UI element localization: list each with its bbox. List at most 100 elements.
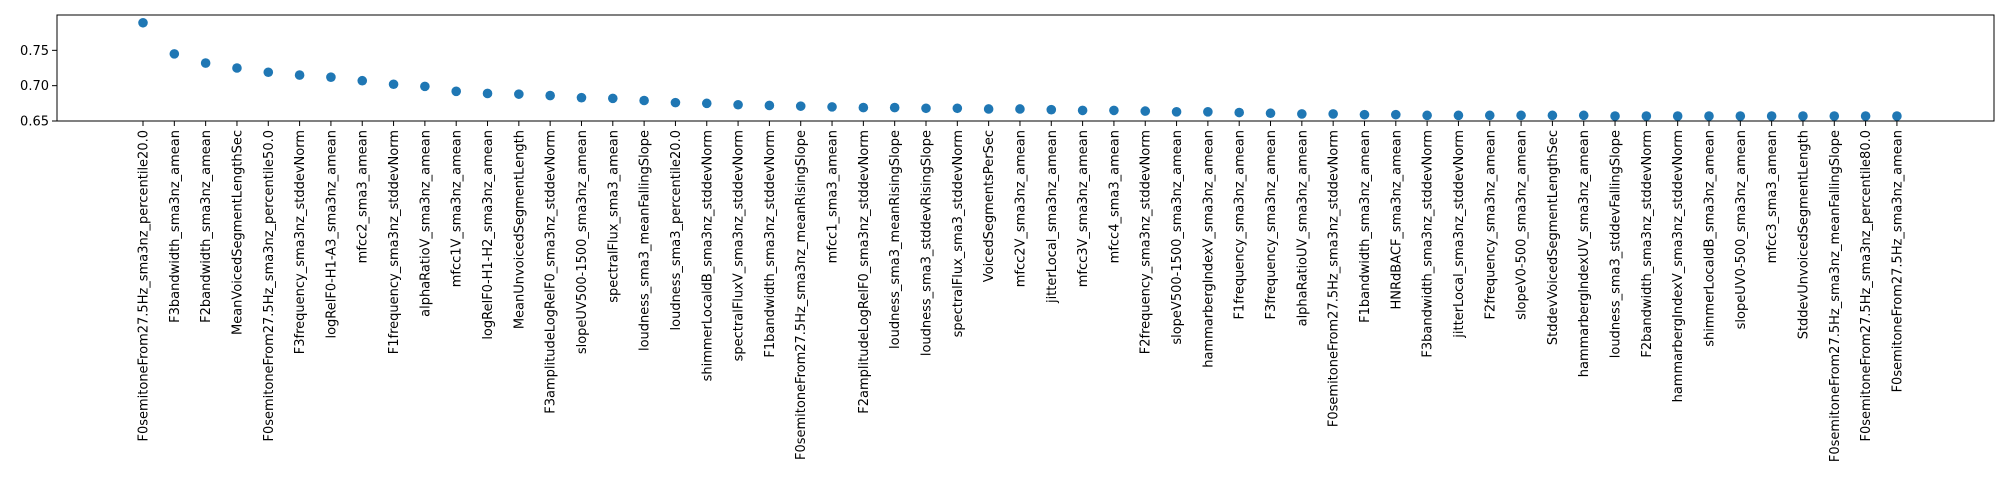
- x-tick-label: F2bandwidth_sma3nz_stddevNorm: [1640, 130, 1655, 358]
- x-tick-label: F2bandwidth_sma3nz_amean: [199, 130, 214, 323]
- x-axis: F0semitoneFrom27.5Hz_sma3nz_percentile20…: [137, 121, 1905, 462]
- plot-area: [138, 17, 1902, 121]
- x-tick-label: F1bandwidth_sma3nz_amean: [1358, 130, 1373, 323]
- data-point: [1328, 109, 1338, 119]
- data-point: [169, 49, 180, 59]
- data-point: [1391, 109, 1401, 120]
- x-tick-label: loudness_sma3_meanFallingSlope: [638, 130, 653, 351]
- data-point: [482, 88, 493, 99]
- x-tick-label: hammarbergIndexUV_sma3nz_amean: [1577, 130, 1592, 377]
- x-tick-label: F2frequency_sma3nz_stddevNorm: [1139, 130, 1154, 354]
- data-point: [1171, 107, 1182, 117]
- x-tick-label: F3bandwidth_sma3nz_stddevNorm: [1421, 130, 1436, 358]
- data-point: [1610, 111, 1620, 121]
- x-tick-label: F3frequency_sma3nz_amean: [1264, 130, 1279, 320]
- data-point: [1547, 110, 1558, 121]
- data-point: [1015, 104, 1025, 114]
- data-point: [1265, 108, 1276, 119]
- data-point: [1641, 111, 1652, 121]
- x-tick-label: mfcc4_sma3_amean: [1107, 130, 1122, 263]
- x-tick-label: F0semitoneFrom27.5Hz_sma3nz_percentile80…: [1859, 130, 1874, 442]
- data-point: [200, 58, 211, 68]
- x-tick-label: spectralFlux_sma3_amean: [606, 130, 621, 303]
- x-tick-label: loudness_sma3_stddevRisingSlope: [920, 130, 935, 356]
- data-point: [451, 86, 462, 97]
- data-point: [1735, 111, 1746, 121]
- data-point: [263, 67, 274, 78]
- x-tick-label: alphaRatioV_sma3nz_amean: [418, 130, 433, 317]
- data-point: [764, 100, 775, 111]
- data-point: [545, 90, 555, 101]
- x-tick-label: VoicedSegmentsPerSec: [982, 130, 997, 282]
- x-tick-label: F3bandwidth_sma3nz_amean: [168, 130, 183, 323]
- data-point: [1422, 110, 1432, 121]
- data-point: [420, 81, 430, 92]
- x-tick-label: F0semitoneFrom27.5Hz_sma3nz_stddevNorm: [1327, 130, 1342, 427]
- x-tick-label: mfcc1V_sma3nz_amean: [450, 130, 465, 287]
- x-tick-label: F1frequency_sma3nz_amean: [1233, 130, 1248, 320]
- data-point: [670, 97, 681, 108]
- x-tick-label: alphaRatioUV_sma3nz_amean: [1295, 130, 1310, 326]
- x-tick-label: MeanVoicedSegmentLengthSec: [230, 130, 245, 335]
- x-tick-label: F2amplitudeLogRelF0_sma3nz_stddevNorm: [857, 130, 872, 414]
- data-point: [1704, 111, 1714, 121]
- data-point: [1140, 106, 1151, 116]
- x-tick-label: HNRdBACF_sma3nz_amean: [1389, 130, 1404, 310]
- data-point: [1578, 110, 1589, 121]
- x-tick-label: F3frequency_sma3nz_stddevNorm: [293, 130, 308, 354]
- data-point: [388, 79, 399, 90]
- data-point: [138, 17, 148, 28]
- data-point: [1046, 104, 1057, 115]
- data-point: [701, 98, 712, 109]
- x-tick-label: F0semitoneFrom27.5Hz_sma3nz_meanRisingSl…: [794, 130, 809, 460]
- data-point: [326, 72, 336, 82]
- data-point: [1203, 107, 1213, 117]
- x-tick-label: loudness_sma3_stddevFallingSlope: [1609, 130, 1624, 358]
- y-axis: 0.65 0.70 0.75: [20, 44, 57, 130]
- data-point: [1359, 109, 1370, 120]
- x-tick-label: F0semitoneFrom27.5Hz_sma3nz_percentile50…: [262, 130, 277, 442]
- data-point: [1892, 111, 1902, 121]
- data-point: [232, 63, 242, 73]
- x-tick-label: logRelF0-H1-H2_sma3nz_amean: [481, 130, 496, 340]
- x-tick-label: mfcc3V_sma3nz_amean: [1076, 130, 1091, 287]
- x-tick-label: slopeUV500-1500_sma3nz_amean: [575, 130, 590, 354]
- x-tick-label: mfcc2_sma3_amean: [356, 130, 371, 263]
- x-tick-label: logRelF0-H1-A3_sma3nz_amean: [324, 130, 339, 339]
- x-tick-label: MeanUnvoicedSegmentLength: [512, 130, 527, 329]
- x-tick-label: shimmerLocaldB_sma3nz_amean: [1703, 130, 1718, 347]
- x-tick-label: hammarbergIndexV_sma3nz_stddevNorm: [1671, 130, 1686, 402]
- data-point: [1234, 107, 1244, 118]
- data-point: [889, 102, 900, 113]
- y-tick-label: 0.70: [20, 79, 49, 94]
- data-point: [733, 99, 743, 110]
- data-point: [1453, 110, 1464, 121]
- x-tick-label: F0semitoneFrom27.5Hz_sma3nz_percentile20…: [137, 130, 152, 442]
- y-tick-label: 0.65: [20, 115, 49, 130]
- x-tick-label: jitterLocal_sma3nz_amean: [1045, 130, 1060, 304]
- y-tick-label: 0.75: [20, 44, 49, 59]
- data-point: [1484, 110, 1495, 121]
- data-point: [357, 75, 368, 86]
- data-point: [1798, 111, 1808, 121]
- data-point: [608, 93, 618, 104]
- data-point: [1297, 109, 1307, 119]
- x-tick-label: slopeV500-1500_sma3nz_amean: [1170, 130, 1185, 345]
- x-tick-label: spectralFlux_sma3_stddevNorm: [951, 130, 966, 337]
- data-point: [858, 102, 869, 113]
- data-point: [1077, 105, 1088, 116]
- x-tick-label: StddevUnvoicedSegmentLength: [1796, 130, 1811, 339]
- data-point: [1109, 105, 1119, 116]
- data-point: [921, 103, 931, 114]
- data-point: [294, 70, 305, 80]
- x-tick-label: slopeV0-500_sma3nz_amean: [1515, 130, 1530, 320]
- data-point: [795, 101, 806, 111]
- x-tick-label: loudness_sma3_percentile20.0: [669, 130, 684, 330]
- x-tick-label: F0semitoneFrom27.5Hz_sma3nz_meanFallingS…: [1828, 130, 1843, 462]
- x-tick-label: spectralFluxV_sma3nz_stddevNorm: [732, 130, 747, 361]
- x-tick-label: mfcc2V_sma3nz_amean: [1013, 130, 1028, 287]
- x-tick-label: mfcc1_sma3_amean: [826, 130, 841, 263]
- data-point: [1516, 110, 1526, 121]
- x-tick-label: hammarbergIndexV_sma3nz_amean: [1201, 130, 1216, 368]
